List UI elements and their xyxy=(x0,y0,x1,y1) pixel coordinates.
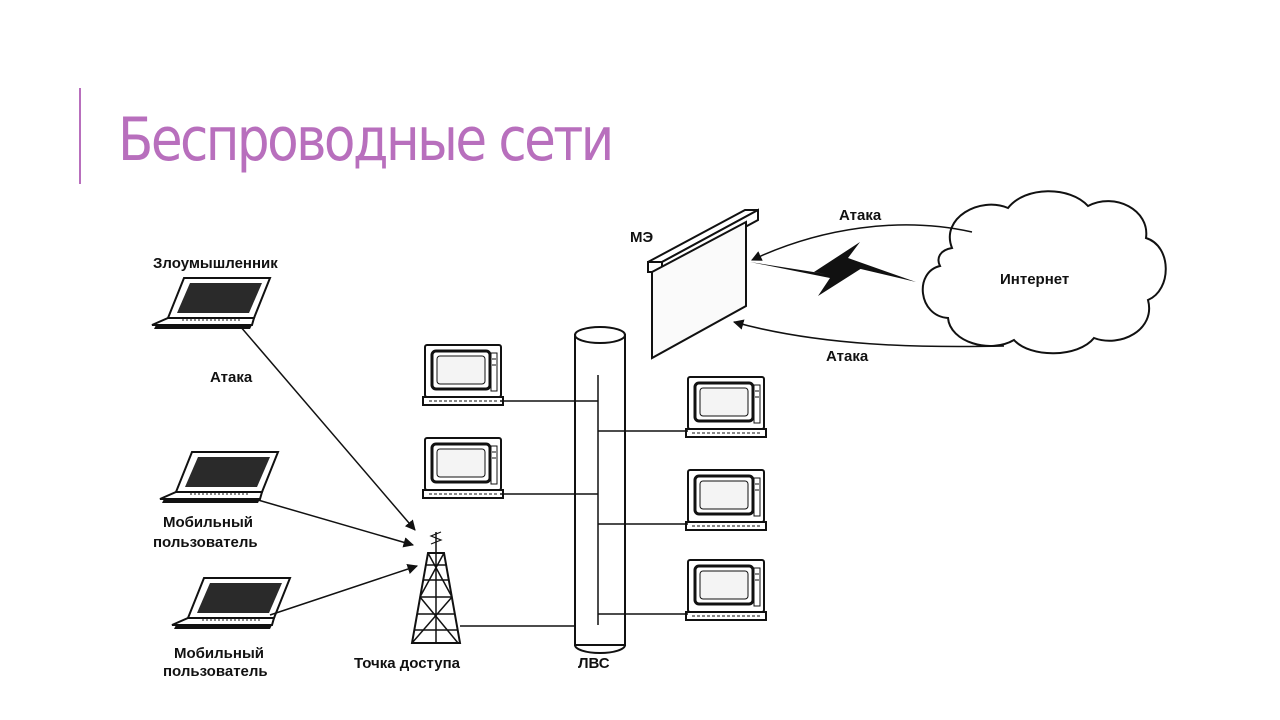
attack-label-bottom: Атака xyxy=(826,348,869,365)
firewall-label: МЭ xyxy=(630,229,653,246)
attack-label-top: Атака xyxy=(839,207,882,224)
wireless-link-2 xyxy=(269,564,418,616)
mobile-user-label-1a: Мобильный xyxy=(163,514,253,531)
lightning-icon xyxy=(750,242,916,296)
firewall-icon xyxy=(647,208,759,360)
wireless-link-1 xyxy=(257,499,415,548)
desktop-computer-icon-2 xyxy=(421,436,505,500)
antenna-tower-icon xyxy=(410,531,462,644)
attack-label-1: Атака xyxy=(210,369,253,386)
attack-arrow xyxy=(239,325,416,531)
mobile-user-label-2a: Мобильный xyxy=(174,645,264,662)
desktop-computer-icon-3 xyxy=(684,375,768,439)
title-accent-bar xyxy=(79,88,81,184)
internet-label: Интернет xyxy=(1000,271,1069,288)
lan-label: ЛВС xyxy=(578,655,610,672)
mobile-user-label-1b: пользователь xyxy=(153,534,258,551)
slide-title: Беспроводные сети xyxy=(118,105,614,175)
attack-arrow-top xyxy=(751,224,973,261)
attack-arrow-bottom xyxy=(732,319,1005,348)
attacker-laptop-icon xyxy=(151,277,271,330)
desktop-computer-icon-5 xyxy=(684,558,768,622)
attacker-label: Злоумышленник xyxy=(153,255,278,272)
cloud-icon xyxy=(921,190,1167,355)
desktop-computer-icon-4 xyxy=(684,468,768,532)
mobile-user-laptop-icon-2 xyxy=(171,577,291,630)
access-point-label: Точка доступа xyxy=(354,655,461,672)
mobile-user-laptop-icon-1 xyxy=(159,451,279,504)
mobile-user-label-2b: пользователь xyxy=(163,663,268,680)
desktop-computer-icon-1 xyxy=(421,343,505,407)
lan-bus-cylinder xyxy=(574,326,626,654)
